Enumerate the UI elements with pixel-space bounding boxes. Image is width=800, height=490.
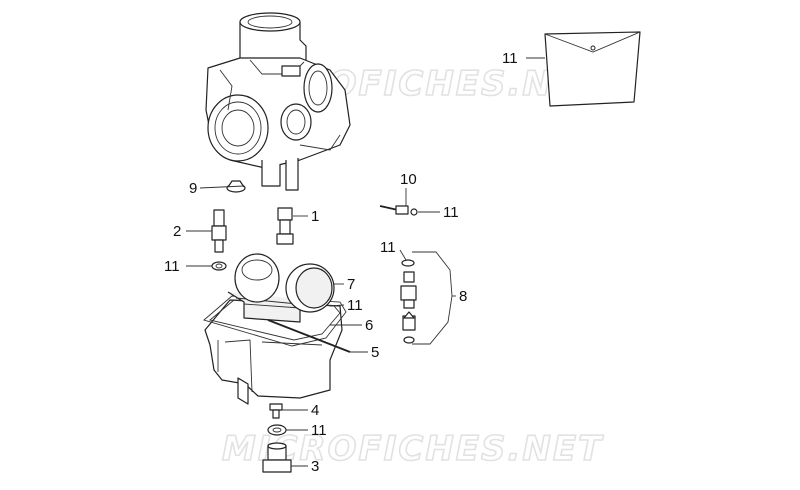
adjuster-screw <box>379 205 409 215</box>
o-ring-needle <box>410 208 418 216</box>
float-pin <box>267 319 351 353</box>
o-ring-plug <box>267 424 287 436</box>
callout-5: 5 <box>371 344 379 361</box>
float-bowl <box>204 299 343 405</box>
float-assembly <box>227 253 335 323</box>
drain-screw <box>269 403 283 419</box>
o-ring-left <box>211 261 227 271</box>
bottom-plug <box>262 442 292 473</box>
callout-11-needle: 11 <box>443 204 459 221</box>
callout-11-kit: 11 <box>502 50 518 67</box>
jet-needle-valve-group <box>400 259 417 344</box>
callout-11-bowl: 11 <box>347 297 363 314</box>
callout-4: 4 <box>311 402 319 419</box>
callout-9: 9 <box>189 180 197 197</box>
callout-10: 10 <box>400 171 417 188</box>
callout-3: 3 <box>311 458 319 475</box>
callout-6: 6 <box>365 317 373 334</box>
callout-11-o-ring-left: 11 <box>164 258 180 275</box>
callout-2: 2 <box>173 223 181 240</box>
gasket <box>203 295 347 347</box>
callout-8: 8 <box>459 288 467 305</box>
callout-1: 1 <box>311 208 319 225</box>
pilot-jet <box>276 207 294 245</box>
callout-11-jet-group: 11 <box>380 239 396 256</box>
gasket-kit-envelope <box>544 31 641 107</box>
callout-7: 7 <box>347 276 355 293</box>
carburetor-body <box>205 12 351 191</box>
main-jet-assembly <box>211 209 227 253</box>
callout-11-plug: 11 <box>311 422 327 439</box>
